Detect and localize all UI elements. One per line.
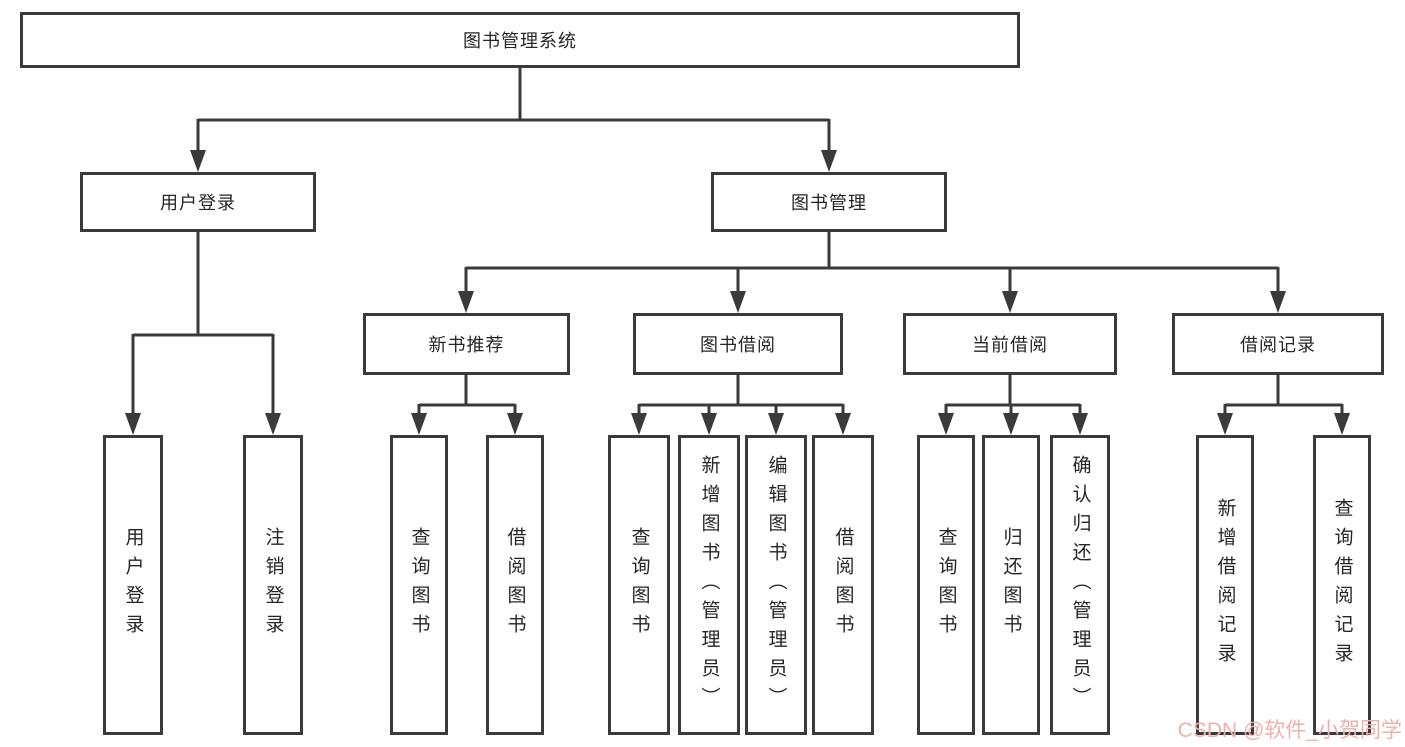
node-new-book-recommendation: 新书推荐 — [363, 313, 570, 375]
leaf-edit-books-admin: 编辑图书（管理员） — [745, 435, 807, 735]
node-user-login: 用户登录 — [80, 172, 316, 232]
node-book-management: 图书管理 — [711, 172, 947, 232]
node-current-borrowing: 当前借阅 — [903, 313, 1117, 375]
node-label: 用户登录 — [160, 193, 236, 213]
node-label: 图书借阅 — [700, 335, 776, 355]
leaf-confirm-return-admin: 确认归还（管理员） — [1050, 435, 1110, 735]
node-label: 当前借阅 — [972, 335, 1048, 355]
node-label: 查询图书 — [935, 527, 957, 643]
leaf-add-books-admin: 新增图书（管理员） — [678, 435, 740, 735]
leaf-user-login: 用户登录 — [103, 435, 163, 735]
node-label: 借阅记录 — [1240, 335, 1316, 355]
node-label: 查询图书 — [628, 527, 650, 643]
node-label: 新书推荐 — [428, 335, 505, 355]
node-label: 新增图书（管理员） — [698, 454, 720, 716]
node-borrowing-records: 借阅记录 — [1172, 313, 1384, 375]
arrowheads — [125, 150, 1350, 435]
leaf-query-books-recommendation: 查询图书 — [390, 435, 448, 735]
node-label: 借阅图书 — [504, 527, 526, 643]
node-label: 查询图书 — [408, 527, 430, 643]
node-book-borrowing: 图书借阅 — [633, 313, 843, 375]
node-label: 图书管理系统 — [463, 31, 577, 51]
node-label: 注销登录 — [262, 527, 284, 643]
leaf-borrow-books-borrowing: 借阅图书 — [812, 435, 874, 735]
csdn-watermark: CSDN @软件_小贺同学 — [1177, 719, 1402, 742]
leaf-add-borrow-record: 新增借阅记录 — [1196, 435, 1254, 735]
leaf-query-books-borrowing: 查询图书 — [608, 435, 670, 735]
node-label: 查询借阅记录 — [1331, 498, 1353, 672]
node-label: 借阅图书 — [832, 527, 854, 643]
leaf-return-books: 归还图书 — [982, 435, 1040, 735]
leaf-query-borrow-record: 查询借阅记录 — [1313, 435, 1371, 735]
leaf-borrow-books-recommendation: 借阅图书 — [486, 435, 544, 735]
node-label: 用户登录 — [122, 527, 144, 643]
node-label: 确认归还（管理员） — [1069, 454, 1091, 716]
node-label: 图书管理 — [791, 193, 867, 213]
node-library-management-system: 图书管理系统 — [20, 12, 1020, 68]
node-label: 归还图书 — [1000, 527, 1022, 643]
node-label: 编辑图书（管理员） — [765, 454, 787, 716]
node-label: 新增借阅记录 — [1214, 498, 1236, 672]
leaf-logout: 注销登录 — [243, 435, 303, 735]
leaf-query-books-current: 查询图书 — [917, 435, 975, 735]
